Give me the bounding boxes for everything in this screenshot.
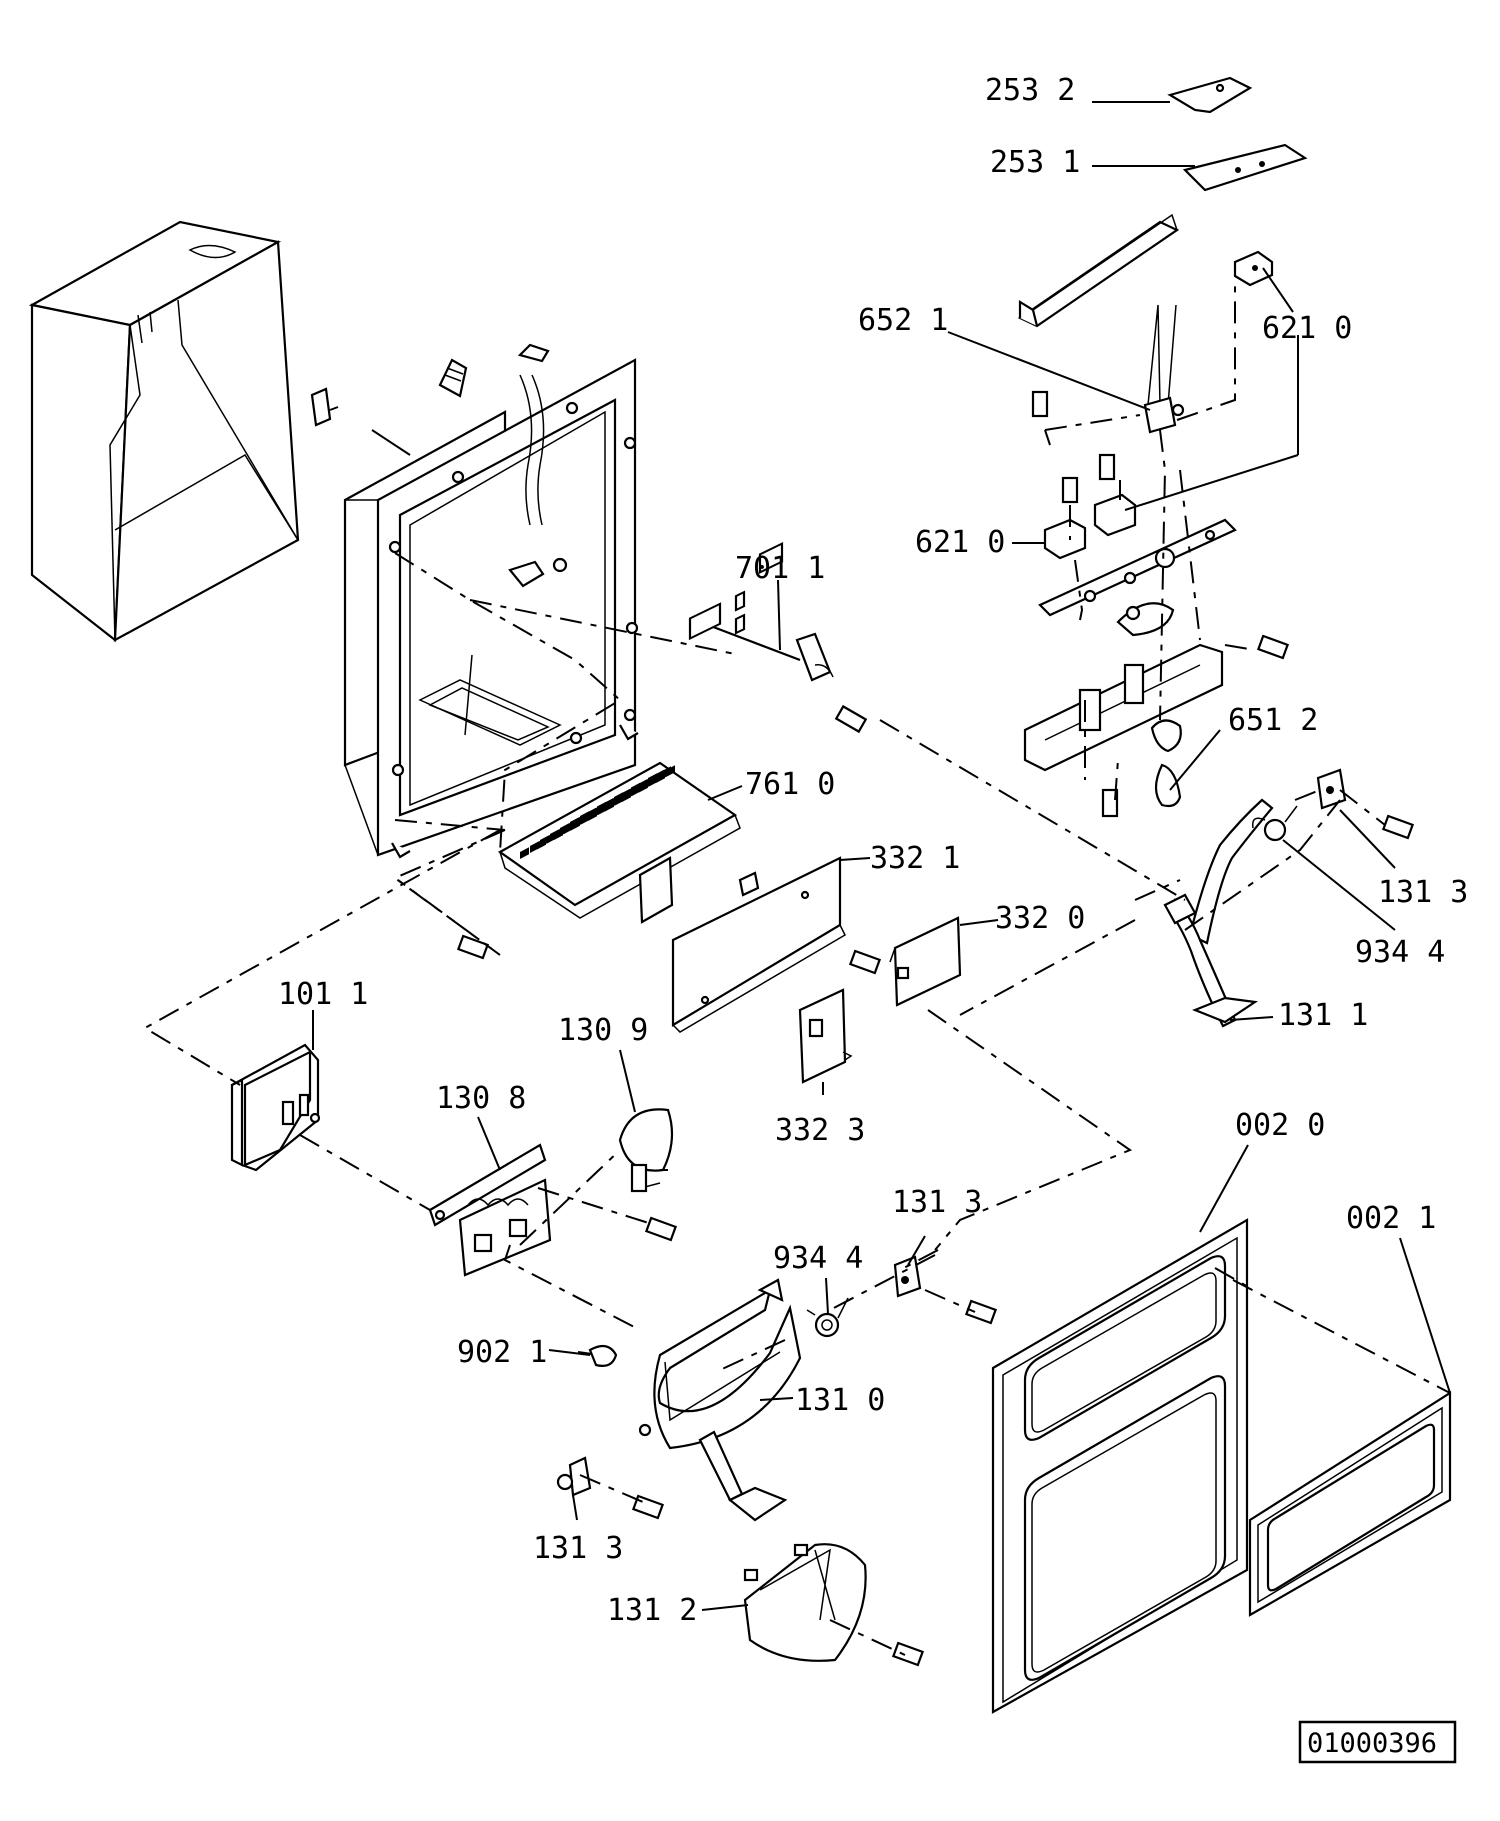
label-131-3-b: 131 3	[892, 1185, 982, 1220]
grille-hole	[648, 773, 657, 785]
grille-hole	[580, 811, 589, 823]
grille-hole	[560, 823, 569, 835]
cam-lever	[1116, 602, 1175, 637]
label-130-9: 130 9	[558, 1013, 648, 1048]
thermostat-652-1	[1143, 304, 1185, 434]
module-101-1	[230, 1043, 321, 1172]
screw	[1256, 634, 1290, 660]
channel-bracket	[1017, 213, 1180, 328]
top-bracket-253-2	[1167, 76, 1253, 114]
screw	[834, 704, 868, 734]
grille-hole	[614, 792, 623, 805]
grille-hole	[530, 841, 539, 853]
label-934-4-b: 934 4	[773, 1241, 863, 1276]
label-332-0: 332 0	[995, 901, 1085, 936]
dispenser-frame	[343, 343, 639, 859]
label-131-3-c: 131 3	[533, 1531, 623, 1566]
switch-621-0-top	[1233, 250, 1274, 287]
screws-upper	[1031, 390, 1116, 504]
grille-hole	[662, 766, 671, 778]
pivot-131-3-middle	[893, 1255, 922, 1298]
pivot-131-3-lower	[556, 1456, 592, 1497]
plate-253-1	[1182, 143, 1308, 192]
label-253-1: 253 1	[990, 145, 1080, 180]
cup-131-2	[743, 1543, 867, 1662]
label-651-2: 651 2	[1228, 703, 1318, 738]
label-332-3: 332 3	[775, 1113, 865, 1148]
switch-621-0-right	[1093, 493, 1137, 537]
lever-frame-131-0	[638, 1278, 802, 1522]
dispenser-arm-131-1	[1163, 798, 1274, 1028]
label-002-1: 002 1	[1346, 1201, 1436, 1236]
label-131-3-a: 131 3	[1378, 875, 1468, 910]
part-labels: 253 2 253 1 652 1 621 0 621 0 701 1 651 …	[278, 73, 1468, 1628]
drawing-number-box: 01000396	[1298, 1720, 1457, 1764]
bracket-332-0	[889, 916, 962, 1007]
drip-tray-grille	[497, 761, 741, 924]
label-902-1: 902 1	[457, 1335, 547, 1370]
label-131-1: 131 1	[1278, 998, 1368, 1033]
bulb-holder	[438, 358, 468, 398]
grille-hole	[570, 817, 579, 830]
drawing-number: 01000396	[1307, 1728, 1437, 1759]
label-701-1: 701 1	[735, 551, 825, 586]
screw	[848, 949, 882, 975]
grille-hole	[631, 782, 640, 795]
label-621-0-b: 621 0	[915, 525, 1005, 560]
label-002-0: 002 0	[1235, 1108, 1325, 1143]
grille-hole	[587, 807, 596, 820]
grille-hole	[655, 769, 664, 782]
control-panel-332-1	[671, 541, 846, 1033]
grille-hole	[540, 835, 549, 848]
door-panel-002-0	[991, 1218, 1249, 1714]
spring-934-4-upper	[1252, 805, 1298, 842]
pivot-131-3-upper	[1316, 768, 1347, 810]
label-332-1: 332 1	[870, 841, 960, 876]
label-652-1: 652 1	[858, 303, 948, 338]
switch-housing	[1023, 643, 1224, 772]
mounting-plate	[1038, 518, 1237, 617]
label-761-0: 761 0	[745, 767, 835, 802]
grille-hole	[621, 788, 630, 801]
grille-hole	[597, 801, 606, 814]
actuator-651-2	[1150, 719, 1182, 808]
screw	[964, 1299, 998, 1325]
lever-701-1	[707, 623, 834, 682]
spring-934-4-lower	[806, 1297, 849, 1338]
screw	[644, 1216, 678, 1242]
door-panel-002-1	[1248, 1390, 1452, 1617]
mechanism-130-8	[428, 1143, 552, 1277]
screw	[1381, 814, 1415, 840]
label-101-1: 101 1	[278, 977, 368, 1012]
clip-part	[310, 387, 339, 427]
leader-lines	[312, 101, 1451, 1611]
label-253-2: 253 2	[985, 73, 1075, 108]
label-934-4-a: 934 4	[1355, 935, 1445, 970]
label-131-2: 131 2	[607, 1593, 697, 1628]
screw	[1101, 788, 1119, 818]
label-131-0: 131 0	[795, 1383, 885, 1418]
grille-hole	[550, 829, 559, 841]
screw	[630, 1163, 648, 1193]
assembly-lines	[143, 285, 1451, 1656]
switch-621-0-left	[1043, 518, 1087, 560]
label-130-8: 130 8	[436, 1081, 526, 1116]
bracket-332-3	[798, 988, 853, 1084]
leader-line	[371, 429, 411, 456]
label-621-0-a: 621 0	[1262, 311, 1352, 346]
housing-cover	[28, 220, 300, 643]
grille-hole	[520, 847, 529, 860]
clip-902-1	[577, 1344, 618, 1367]
grille-hole	[638, 779, 647, 791]
grille-hole	[604, 798, 613, 811]
screw	[891, 1641, 925, 1667]
screw	[456, 934, 490, 960]
